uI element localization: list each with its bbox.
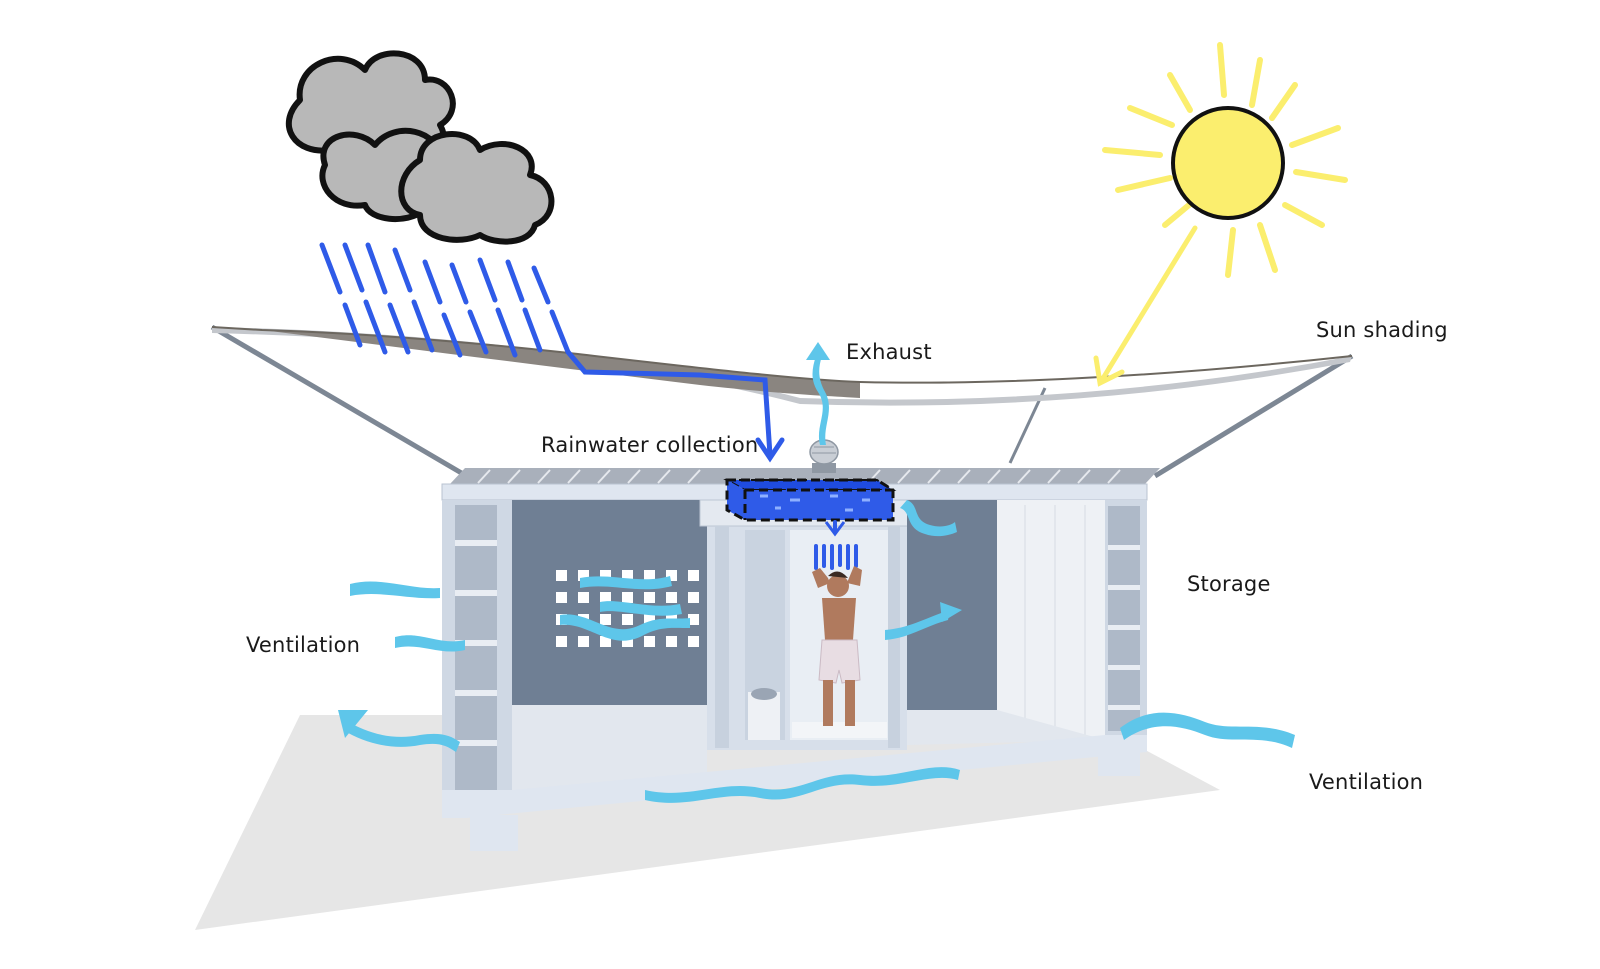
exhaust-airflow-arrow [806, 342, 830, 445]
ventilation-right-label: Ventilation [1309, 770, 1424, 794]
sun-shading-label: Sun shading [1316, 318, 1448, 342]
ventilation-left-label: Ventilation [246, 633, 361, 657]
air-flow-streams [338, 500, 1295, 803]
sun-icon [1102, 42, 1348, 278]
turbine-vent-icon [809, 439, 839, 473]
showering-person-icon [812, 566, 862, 726]
sun-ray-arrow [1093, 225, 1198, 387]
storage-label: Storage [1187, 572, 1271, 596]
water-tank [723, 478, 897, 522]
exhaust-label: Exhaust [846, 340, 932, 364]
shower-water-drops [814, 520, 858, 570]
rain-streaks [319, 242, 571, 358]
rain-cloud-icon [285, 50, 555, 245]
rainwater-flow-arrow [565, 349, 785, 463]
rainwater-collection-label: Rainwater collection [541, 433, 759, 457]
